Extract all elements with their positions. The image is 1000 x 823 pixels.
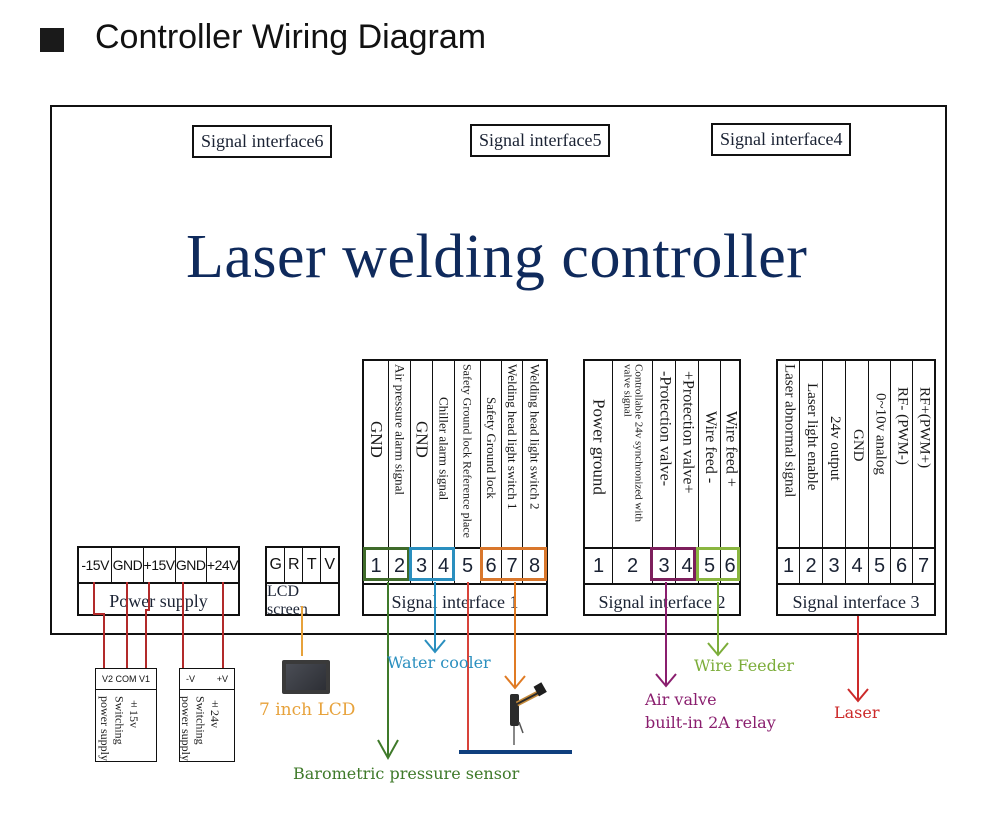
pin-number: 2: [613, 549, 653, 583]
pin-label: Wire feed +: [722, 411, 739, 487]
pin-number: 7: [917, 554, 930, 577]
pin-label: GND: [849, 429, 866, 462]
power-supply-block: -15V GND +15V GND +24V Power supply: [77, 546, 240, 616]
pin-label: Wire feed -: [701, 411, 719, 484]
terminal-com: COM: [115, 674, 137, 684]
page-title: Controller Wiring Diagram: [95, 18, 487, 56]
air-valve-label: Air valve: [645, 690, 717, 709]
terminal-minus-15v: -15V: [79, 548, 113, 582]
pin-number: 1: [585, 549, 613, 583]
lcd-screen-label: LCD screen: [267, 583, 308, 618]
welding-torch-icon: [510, 682, 547, 745]
square-bullet-icon: [40, 28, 64, 52]
lcd-display-icon: [282, 660, 330, 694]
terminal-r: R: [285, 548, 303, 582]
pin-number: 3: [653, 549, 676, 583]
pin-number: 5: [699, 549, 721, 583]
pin-number: 4: [676, 549, 699, 583]
pin-number: 6: [481, 549, 502, 583]
signal-interface-2-label: Signal interface 2: [598, 591, 726, 612]
arrow-welding-head-icon: [504, 675, 526, 690]
signal-interface-1-label: Signal interface 1: [391, 591, 519, 612]
terminal-v1: V1: [138, 674, 150, 684]
pin-number: 3: [411, 549, 433, 583]
pin-label: Laser light enable: [803, 383, 820, 491]
pin-label: GND: [366, 421, 386, 458]
terminal-plus-24v: +24V: [206, 557, 239, 573]
pin-number: 4: [433, 549, 455, 583]
power-supply-label: Power supply: [109, 590, 208, 611]
terminal-g: G: [267, 548, 285, 582]
controller-title: Laser welding controller: [186, 223, 808, 291]
terminal-v: V: [324, 556, 335, 573]
psu-15v-block: V2 COM V1 ±15v Switching power supply: [95, 668, 157, 762]
signal-interface-5-label: Signal interface5: [470, 124, 611, 157]
barometric-sensor-label: Barometric pressure sensor: [293, 764, 520, 783]
signal-interface-3-label: Signal interface 3: [792, 591, 920, 612]
pin-number: 6: [891, 549, 913, 583]
arrow-water-cooler-icon: [424, 639, 446, 654]
pin-label: RF- (PWM-): [894, 387, 911, 465]
arrow-laser-icon: [847, 688, 869, 703]
pin-label: 0~10v analog: [872, 393, 889, 475]
pin-label: Welding head light switch 1: [504, 364, 520, 510]
pin-number: 2: [800, 549, 823, 583]
lcd-screen-block: G R T V LCD screen: [265, 546, 340, 618]
pin-number: 1: [778, 549, 800, 583]
pin-label: Safety Ground lock Reference place: [460, 364, 475, 538]
pin-number: 4: [846, 549, 869, 583]
pin-label: RF+(PWM+): [916, 387, 933, 469]
water-cooler-label: Water cooler: [387, 653, 491, 672]
arrow-wire-feeder-icon: [707, 642, 729, 657]
pin-number: 2: [389, 549, 411, 583]
pin-number: 1: [364, 549, 389, 583]
air-valve-relay-label: built-in 2A relay: [645, 713, 776, 732]
arrow-barometric-icon: [377, 739, 399, 761]
pin-label: Power ground: [589, 399, 609, 495]
pin-number: 7: [502, 549, 523, 583]
pin-number: 8: [528, 554, 541, 577]
psu-24v-block: -V +V ±24v Switching power supply: [179, 668, 235, 762]
pin-label: -Protection valve-: [656, 371, 674, 487]
lcd-label: 7 inch LCD: [259, 700, 356, 720]
signal-interface-1-block: GND Air pressure alarm signal GND Chille…: [362, 359, 548, 616]
pin-label: Chiller alarm signal: [436, 397, 452, 501]
signal-interface-6-label: Signal interface6: [192, 125, 333, 158]
signal-interface-4-label: Signal interface4: [711, 123, 852, 156]
laser-label: Laser: [834, 703, 880, 722]
signal-interface-2-block: Power ground Controllable 24v synchroniz…: [583, 359, 741, 616]
controller-box: [50, 105, 947, 635]
pin-number: 5: [869, 549, 891, 583]
pin-label: Welding head light switch 2: [527, 364, 543, 510]
arrow-air-valve-icon: [655, 673, 677, 688]
psu-15v-name: ±15v Switching power supply: [98, 696, 141, 761]
pin-label: 24v output: [826, 416, 843, 481]
terminal-gnd: GND: [176, 548, 207, 582]
pin-label: +Protection valve+: [679, 371, 697, 494]
terminal-plus-v: +V: [216, 674, 228, 684]
wire-feeder-label: Wire Feeder: [694, 656, 795, 675]
pin-number: 5: [455, 549, 481, 583]
pin-number: 6: [724, 554, 736, 577]
terminal-v2: V2: [102, 674, 114, 684]
terminal-gnd: GND: [112, 548, 144, 582]
pin-label: GND: [412, 421, 432, 458]
terminal-t: T: [303, 548, 321, 582]
signal-interface-3-block: Laser abnormal signal Laser light enable…: [776, 359, 936, 616]
terminal-plus-15v: +15V: [144, 548, 176, 582]
pin-number: 3: [823, 549, 846, 583]
pin-label: Controllable 24v synchronized with valve…: [621, 364, 645, 522]
pin-label: Air pressure alarm signal: [392, 364, 408, 496]
psu-24v-name: ±24v Switching power supply: [179, 696, 222, 761]
pin-label: Laser abnormal signal: [781, 364, 798, 498]
pin-label: Safety Ground lock: [483, 397, 499, 499]
terminal-minus-v: -V: [186, 674, 195, 684]
